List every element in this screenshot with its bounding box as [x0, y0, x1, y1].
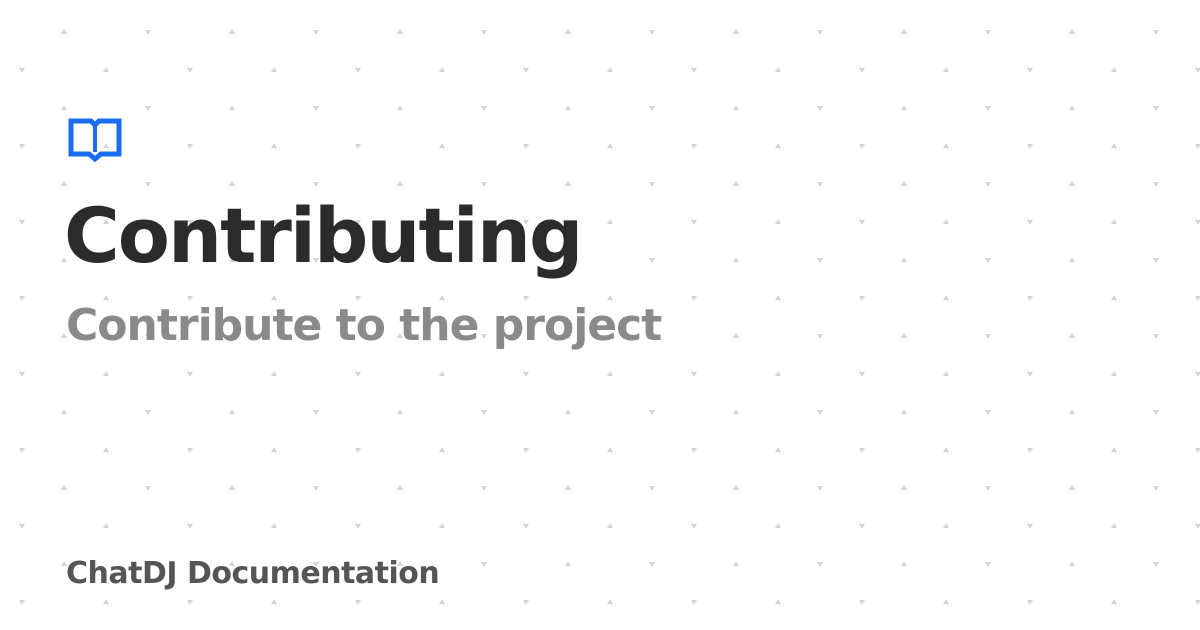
book-icon [68, 118, 122, 162]
site-name: ChatDJ Documentation [66, 556, 440, 591]
page-subtitle: Contribute to the project [66, 300, 662, 351]
page-title: Contributing [64, 191, 583, 280]
